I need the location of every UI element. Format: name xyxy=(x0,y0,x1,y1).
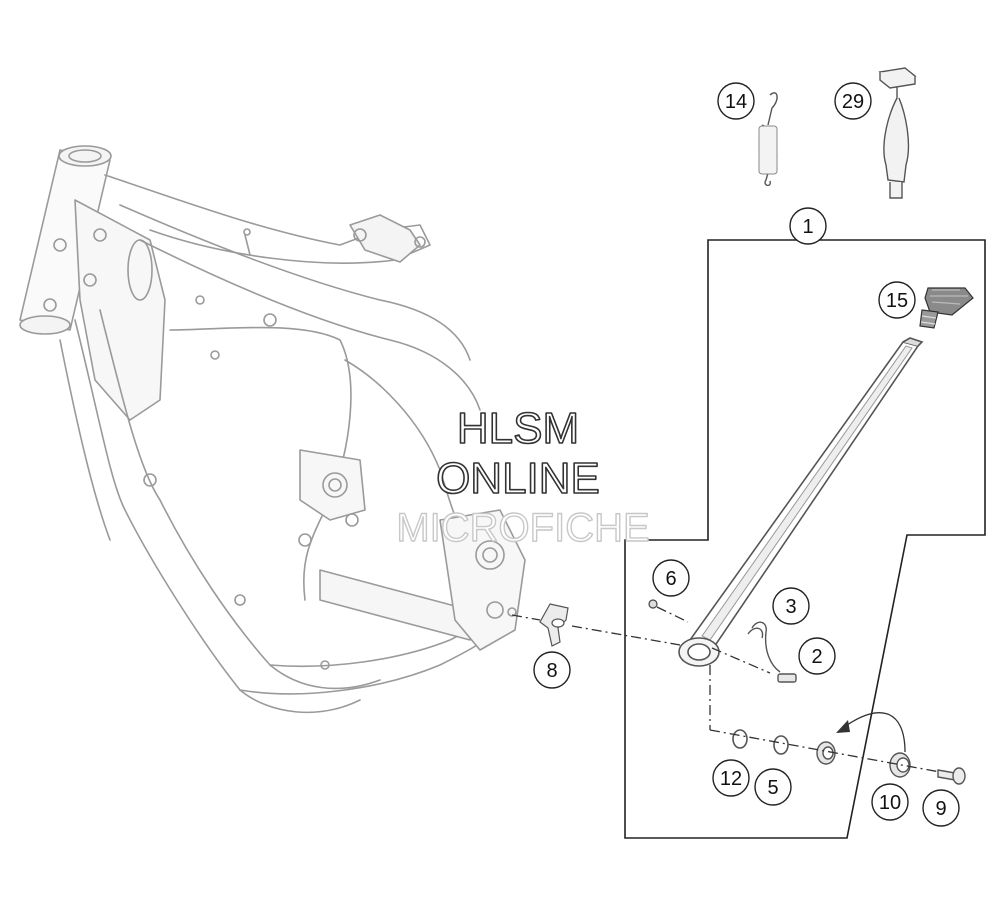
motorcycle-frame xyxy=(19,145,526,714)
washer-part-5 xyxy=(773,735,789,755)
clip-part xyxy=(747,621,797,683)
watermark-line-1: HLSM xyxy=(457,404,579,453)
watermark-line-2: ONLINE xyxy=(436,454,600,503)
callout-29-label: 29 xyxy=(842,91,864,113)
callout-3: 3 xyxy=(772,587,810,625)
callout-15: 15 xyxy=(878,281,916,319)
mount-bracket-part xyxy=(539,603,569,647)
watermark: HLSM ONLINE MICROFICHE xyxy=(396,403,651,551)
puller-tool-part xyxy=(878,67,917,199)
callout-14: 14 xyxy=(717,82,755,120)
callout-12: 12 xyxy=(712,759,750,797)
callout-6-label: 6 xyxy=(665,568,676,590)
side-stand-leg xyxy=(678,337,924,667)
bolt-part xyxy=(937,767,966,785)
screw-part xyxy=(648,599,658,609)
sleeve-part xyxy=(889,752,911,778)
callout-14-label: 14 xyxy=(725,91,747,113)
callout-12-label: 12 xyxy=(720,768,742,790)
callout-6: 6 xyxy=(652,559,690,597)
watermark-line-3: MICROFICHE xyxy=(396,506,649,550)
callout-10: 10 xyxy=(871,783,909,821)
callout-1-label: 1 xyxy=(802,216,813,238)
callout-9: 9 xyxy=(922,789,960,827)
callout-2: 2 xyxy=(798,637,836,675)
callout-8: 8 xyxy=(533,651,571,689)
bushing-part xyxy=(816,741,836,765)
washer-part-12 xyxy=(732,729,748,749)
spring-part xyxy=(758,92,779,187)
callout-5-label: 5 xyxy=(767,777,778,799)
callout-5: 5 xyxy=(754,768,792,806)
assembly-group-box xyxy=(624,239,986,839)
fitment-arrow xyxy=(836,712,906,753)
callout-3-label: 3 xyxy=(785,596,796,618)
callout-9-label: 9 xyxy=(935,798,946,820)
callout-8-label: 8 xyxy=(546,660,557,682)
callout-2-label: 2 xyxy=(811,646,822,668)
callout-1: 1 xyxy=(789,207,827,245)
callout-15-label: 15 xyxy=(886,290,908,312)
assembly-lines xyxy=(511,606,941,773)
callout-10-label: 10 xyxy=(879,792,901,814)
callout-29: 29 xyxy=(834,82,872,120)
rubber-pad-part xyxy=(919,287,974,329)
